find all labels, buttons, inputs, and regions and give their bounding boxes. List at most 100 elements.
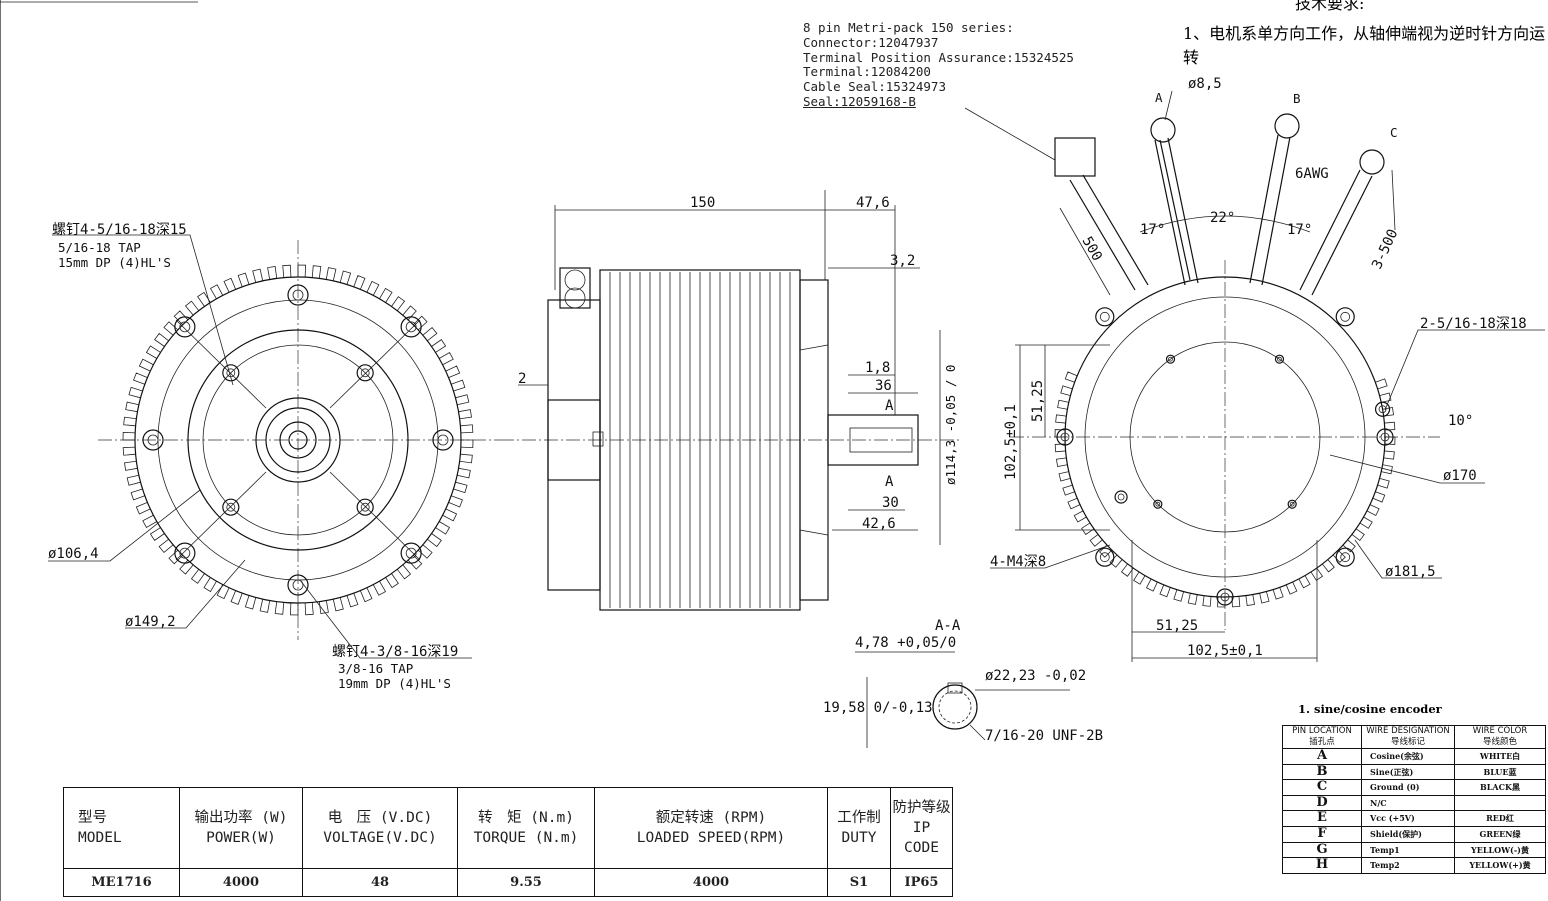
bolt-hole (1165, 354, 1176, 364)
dim-2: 2 (518, 371, 526, 387)
header-en: LOADED SPEED(RPM) (636, 830, 786, 847)
pin-cell: E (1282, 810, 1362, 827)
header-cn: 型号 (78, 810, 107, 827)
header-en: DUTY (841, 830, 877, 847)
pin-cell: B (1282, 763, 1362, 781)
gear-teeth (122, 264, 474, 616)
header-cn: 工作制 (837, 810, 881, 827)
bolt-hole (222, 498, 240, 516)
bolt-hole (174, 542, 196, 564)
bolt-hole (1335, 547, 1355, 567)
dim-1-8: 1,8 (865, 360, 890, 376)
bolt-hole-inner (1380, 432, 1390, 442)
dim-36: 36 (875, 378, 892, 394)
bolt-hole-inner (1340, 311, 1351, 322)
bolt-hole (142, 429, 164, 451)
tap1-title: 螺钉4-5/16-18深15 (52, 222, 187, 238)
wire-color-cell: BLACK黑 (1454, 779, 1546, 796)
header-en: MODEL (78, 830, 122, 847)
dim-dia-114: ø114,3 -0,05 / 0 (943, 365, 958, 485)
header-cn: 电 压 (V.DC) (327, 810, 433, 827)
spec-header-row: 型号 MODEL 输出功率 (W) POWER(W) 电 压 (V.DC) VOLTA… (63, 786, 953, 870)
bolt-hole-inner (1155, 501, 1161, 507)
header-cn: 导线颜色 (1482, 737, 1517, 747)
section-a-bottom: A (885, 474, 894, 490)
gear-teeth (1054, 371, 1396, 608)
wire-designation-cell: Shield(保护) (1361, 825, 1455, 843)
m4-holes: 4-M4深8 (990, 554, 1046, 570)
tap1-line2: 15mm DP (4)HL'S (58, 255, 171, 270)
header-en: IP CODE (904, 820, 939, 857)
dia-22-23: ø22,23 -0,02 (985, 668, 1086, 684)
header-cn: 转 矩 (N.m) (478, 810, 574, 827)
wire-color-cell: YELLOW(+)黄 (1454, 857, 1546, 874)
bolt-hole-inner (405, 547, 417, 559)
gear-tooth-outline (1054, 371, 1396, 608)
bolt-hole (356, 364, 374, 382)
wire-color-cell (1454, 794, 1546, 812)
wire-designation-cell: Temp2 (1361, 857, 1455, 874)
spec-value-row: ME1716 4000 48 9.55 4000 S1 IP65 (63, 868, 953, 897)
dim-30: 30 (882, 495, 899, 511)
phase-a-label: A (1155, 90, 1163, 105)
bolt-hole-inner (1289, 501, 1295, 507)
bolt-hole (174, 316, 196, 338)
dim-3-2: 3,2 (890, 253, 915, 269)
dia-149-label: ø149,2 (125, 614, 176, 630)
tap-2-5-16: 2-5/16-18深18 (1420, 316, 1527, 332)
bolt-hole-inner (147, 434, 159, 446)
connector-line: Terminal:12084200 (803, 64, 931, 80)
bolt-hole (432, 429, 454, 451)
section-a-a: A-A 4,78 +0,05/0 ø22,23 -0,02 19,58 0/-0… (823, 618, 1103, 748)
dia-181-5: ø181,5 (1385, 564, 1436, 580)
model-value: ME1716 (63, 868, 180, 897)
motor-spec-table: 型号 MODEL 输出功率 (W) POWER(W) 电 压 (V.DC) VOLTA… (63, 786, 953, 897)
wire-length-500: 500 (1079, 234, 1106, 264)
connector-line: Cable Seal:15324973 (803, 79, 946, 95)
wire-designation-cell: Sine(正弦) (1361, 763, 1455, 781)
connector-line: Connector:12047937 (803, 34, 939, 50)
header-en: WIRE COLOR (1472, 726, 1528, 736)
rear-view: ø8,5 A B C 6AWG 17° 22° 17° 500 3-500 2-… (964, 76, 1545, 662)
bolt-hole (1095, 547, 1115, 567)
connector-spec: 8 pin Metri-pack 150 series:Connector:12… (803, 20, 1074, 110)
tap2-line1: 3/8-16 TAP (338, 661, 413, 676)
header-en: TORQUE (N.m) (473, 830, 579, 847)
key-width: 4,78 +0,05/0 (855, 635, 956, 651)
connector-line: Seal:12059168-B (803, 93, 916, 109)
power-value: 4000 (179, 868, 303, 897)
bolt-hole (1056, 428, 1074, 446)
encoder-table-title: 1. sine/cosine encoder (1298, 702, 1442, 716)
gear-tooth-outline (122, 264, 474, 616)
dia-8-5: ø8,5 (1188, 76, 1222, 92)
wire-color-cell: GREEN绿 (1454, 825, 1546, 843)
header-cn: 额定转速 (RPM) (655, 810, 767, 827)
dim-47-6: 47,6 (856, 195, 890, 211)
bolt-hole-inner (179, 321, 191, 333)
wire-designation-cell: N/C (1361, 794, 1455, 812)
bolt-hole-inner (1220, 592, 1230, 602)
section-a-top: A (885, 398, 894, 414)
dim-102-5-horizontal: 102,5±0,1 (1187, 643, 1263, 659)
dim-19-58: 19,58 0/-0,13 (823, 700, 933, 716)
bolt-hole (400, 316, 422, 338)
wire-designation-cell: Temp1 (1361, 841, 1455, 859)
bolt-holes (142, 284, 454, 596)
header-en: PIN LOCATION (1292, 726, 1352, 736)
side-view: 150 47,6 3,2 2 1,8 36 A A 30 42,6 ø114,3… (500, 190, 960, 611)
bolt-hole-inner (292, 289, 304, 301)
cooling-fins (609, 272, 791, 608)
header-en: VOLTAGE(V.DC) (323, 830, 437, 847)
bolt-hole-inner (1340, 552, 1351, 563)
bolt-hole-inner (292, 579, 304, 591)
bolt-hole-inner (1378, 405, 1387, 414)
bolt-hole (1153, 499, 1163, 509)
duty-value: S1 (827, 868, 891, 897)
header-cn: 输出功率 (W) (194, 810, 288, 827)
header-en: POWER(W) (206, 830, 276, 847)
wire-length-3-500: 3-500 (1369, 227, 1401, 272)
wire-designation-cell: Cosine(余弦) (1361, 748, 1455, 765)
